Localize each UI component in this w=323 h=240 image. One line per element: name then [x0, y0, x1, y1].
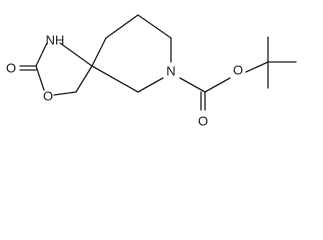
bond-ring-n-carbonyl-c — [179, 77, 206, 93]
oxazolidinone-ring — [19, 42, 93, 96]
atom-label-carbonyl-o: O — [6, 61, 16, 76]
bond-ring-n-lower — [137, 77, 164, 93]
atom-label-ring-n: N — [166, 64, 175, 79]
atom-label-ring-o: O — [43, 89, 53, 104]
bond-upper-top — [105, 14, 139, 39]
bond-ch2-spiro — [75, 65, 93, 93]
bond-spiro-c-upper — [91, 37, 107, 67]
bond-c2-ring-o — [35, 65, 45, 91]
bond-ester-o-tbu — [245, 61, 269, 73]
bond-nh-c2 — [35, 42, 48, 67]
atom-label-ester-o: O — [233, 63, 243, 78]
atom-label-nh: NH — [46, 33, 65, 48]
bond-carbonyl-c-ester-o — [204, 77, 231, 93]
piperidine-ring — [91, 14, 172, 93]
bond-top-right — [137, 14, 172, 39]
boc-group — [179, 36, 297, 111]
bond-lower-spiro — [91, 65, 139, 93]
chemical-structure-diagram: NH O O N O O — [6, 14, 297, 129]
bond-spiro-nh — [59, 42, 93, 67]
bond-ring-o-ch2 — [53, 91, 77, 96]
atom-label-ester-carbonyl-o: O — [198, 114, 208, 129]
